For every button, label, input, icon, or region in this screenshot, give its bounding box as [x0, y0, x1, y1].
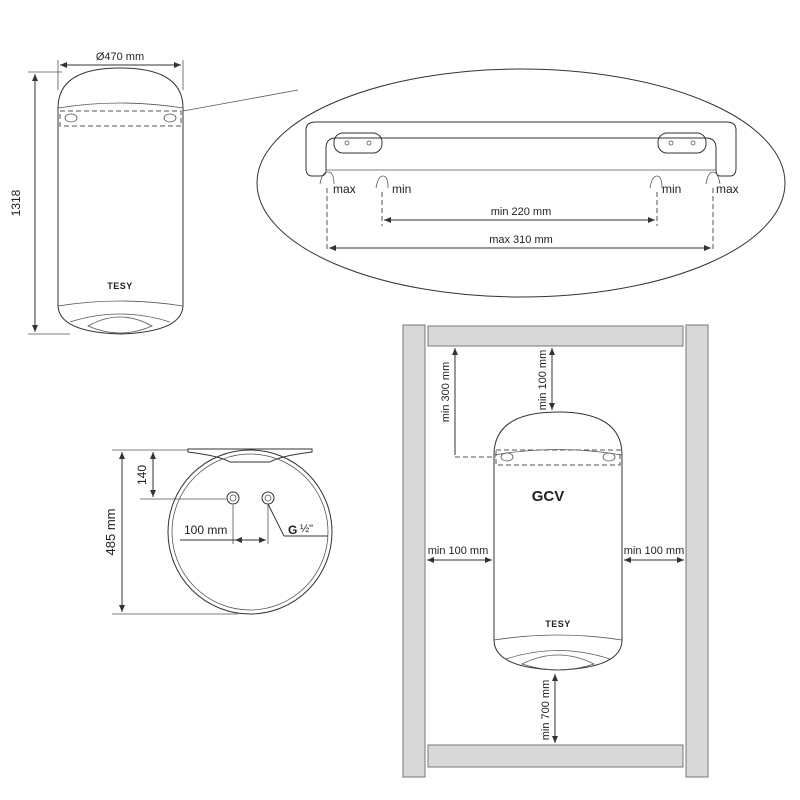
gcv-brand-logo: TESY: [545, 619, 571, 629]
gcv-tank-bottom-seam: [493, 634, 623, 641]
right-clearance-label: min 100 mm: [624, 545, 685, 557]
pipe-hot-inner: [264, 494, 272, 502]
slot-right-pin-a: [668, 140, 674, 146]
thread-leader: [267, 503, 285, 537]
mounting-plate: [187, 448, 313, 463]
hook-left-min: [375, 175, 389, 189]
gcv-bottom-cap-ring: [505, 650, 611, 660]
width-label: Ø470 mm: [96, 51, 144, 63]
tank-bottom-seam: [57, 300, 184, 307]
thread-size: ½": [300, 523, 313, 535]
slot-left-pin-a: [344, 140, 350, 146]
pipe-hot: [261, 491, 275, 505]
wall-left: [402, 324, 426, 778]
bracket-outline-dashed: [59, 110, 182, 127]
bracket-slot-right: [657, 132, 707, 154]
slot-left-pin-b: [366, 140, 372, 146]
right-min-label: min: [662, 182, 681, 196]
gcv-tank-outline: [493, 411, 623, 671]
min-span-label: min 220 mm: [491, 206, 552, 218]
bracket-detail: max min min max min 220 mm max 310 mm: [256, 68, 786, 298]
front-view: Ø470 mm 1318 TESY: [9, 51, 299, 335]
thread-label: G: [288, 523, 297, 537]
installation-view: GCV TESY min 100 mm min 300 mm min 100 m…: [402, 324, 709, 778]
detail-callout-line: [182, 89, 299, 112]
bracket-hole-right: [163, 113, 177, 123]
bracket-slot-left: [333, 132, 383, 154]
max-span-label: max 310 mm: [489, 234, 553, 246]
tank-top-circle: [167, 449, 333, 615]
right-max-label: max: [716, 182, 739, 196]
hook-left-max: [319, 171, 335, 185]
depth-label: 485 mm: [103, 509, 118, 556]
left-clearance-label: min 100 mm: [428, 545, 489, 557]
gcv-bracket-hole-left: [500, 452, 514, 462]
wall-right: [685, 324, 709, 778]
pipe-spacing-label: 100 mm: [184, 523, 227, 537]
left-min-label: min: [392, 182, 411, 196]
hook-right-max: [705, 171, 721, 185]
bottom-clearance-label: min 700 mm: [540, 680, 552, 741]
ceiling: [427, 325, 684, 347]
bracket-body: [305, 121, 737, 177]
tank-outline: [57, 67, 184, 335]
bracket-clearance-label: min 300 mm: [440, 362, 452, 423]
pipe-offset-label: 140: [135, 465, 149, 485]
bottom-cap-ring: [69, 313, 171, 323]
bottom-cap: [87, 316, 153, 334]
detail-ellipse: [256, 68, 786, 298]
pipe-cold-inner: [229, 494, 237, 502]
hook-right-min: [649, 175, 663, 189]
model-label: GCV: [532, 488, 565, 505]
gcv-bracket-hole-right: [602, 452, 616, 462]
top-clearance-label: min 100 mm: [537, 350, 549, 411]
bracket-hole-left: [64, 113, 78, 123]
pipe-cold: [226, 491, 240, 505]
height-label: 1318: [9, 189, 23, 216]
gcv-bracket-dashed: [495, 449, 621, 466]
tank-brand-logo: TESY: [107, 281, 133, 291]
left-max-label: max: [333, 182, 356, 196]
gcv-bottom-cap: [520, 654, 596, 671]
tank-top-inner-circle: [171, 453, 329, 611]
floor: [427, 744, 684, 768]
top-view: 485 mm 140 100 mm G ½": [103, 448, 333, 615]
slot-right-pin-b: [690, 140, 696, 146]
tank-top-seam: [57, 102, 184, 109]
